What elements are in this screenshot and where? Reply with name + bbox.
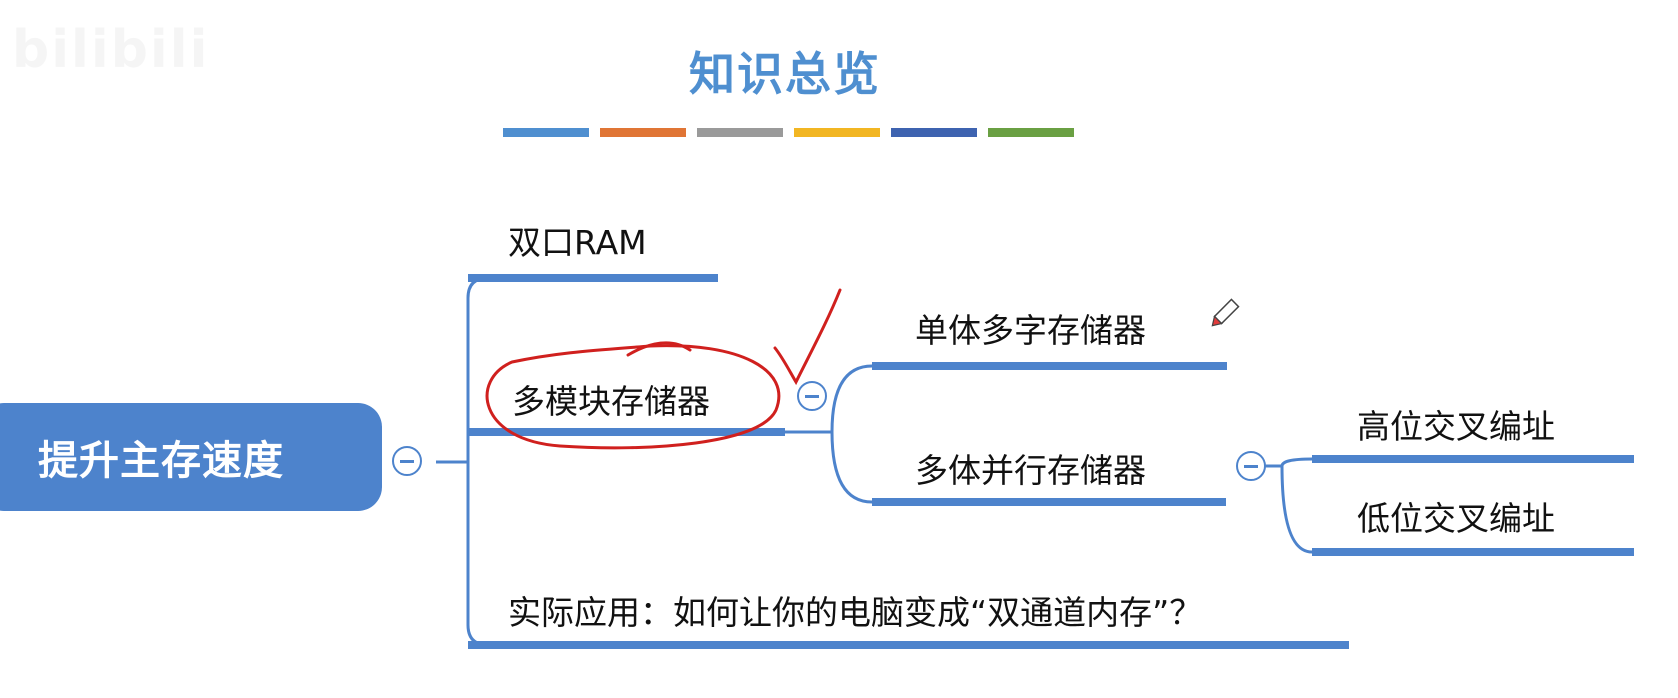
root-node[interactable]: 提升主存速度 [0,403,382,511]
branch-dual-port-ram[interactable]: 双口RAM [508,216,647,264]
grandchild-high-order-interleave[interactable]: 高位交叉编址 [1357,400,1555,448]
red-circle-tail [626,341,692,357]
trunk-line [466,276,489,647]
child-collapse-icon[interactable] [1236,451,1266,481]
color-bar-6 [988,128,1074,137]
branch2-curve-down [830,431,873,504]
branch-label: 实际应用：如何让你的电脑变成“双通道内存”？ [508,593,1203,632]
page-title: 知识总览 [689,47,881,101]
color-bar-3 [697,128,783,137]
bilibili-watermark: bilibili [12,20,210,80]
root-collapse-icon[interactable] [392,446,422,476]
color-bar-2 [600,128,686,137]
grandchild-low-order-interleave[interactable]: 低位交叉编址 [1357,492,1555,540]
branch-collapse-icon[interactable] [797,381,827,411]
red-circle-annotation [485,344,781,450]
child-multibank-parallel-memory[interactable]: 多体并行存储器 [915,444,1146,492]
color-bar-1 [503,128,589,137]
branch2-curve-up [830,364,873,433]
sub-curve-down [1280,465,1313,554]
branch-multi-module-memory[interactable]: 多模块存储器 [512,375,710,423]
red-checkmark-annotation [773,288,842,386]
child-label: 多体并行存储器 [915,451,1146,490]
grandchild-label: 低位交叉编址 [1357,499,1555,538]
grandchild-label: 高位交叉编址 [1357,407,1555,446]
child-single-multiword-memory[interactable]: 单体多字存储器 [915,304,1146,352]
child-label: 单体多字存储器 [915,311,1146,350]
branch-real-world-application[interactable]: 实际应用：如何让你的电脑变成“双通道内存”？ [508,586,1202,634]
pencil-icon [1211,298,1240,327]
root-label: 提升主存速度 [38,438,284,484]
color-bar-4 [794,128,880,137]
branch-label: 多模块存储器 [512,382,710,421]
color-bar-5 [891,128,977,137]
branch-label: 双口RAM [508,223,647,262]
sub-curve-up [1280,457,1313,467]
